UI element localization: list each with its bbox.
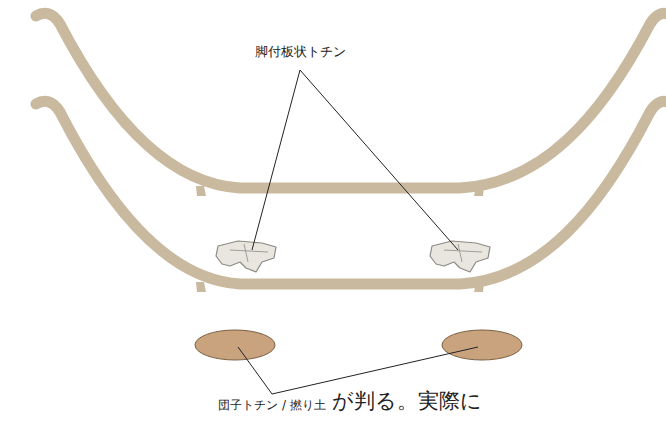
footed-plate-spacer bbox=[216, 241, 276, 272]
lower-bowl-foot bbox=[196, 282, 484, 292]
upper-bowl-foot bbox=[196, 186, 484, 196]
clay-ball-spacer bbox=[442, 330, 522, 360]
leader-line bbox=[300, 70, 458, 250]
footed-plate-spacer bbox=[430, 241, 490, 272]
part-label: 脚付板状トチン bbox=[255, 44, 346, 60]
part-label: 団子トチン / 撚り土 bbox=[218, 398, 326, 412]
leader-line bbox=[272, 347, 478, 394]
body-text-fragment: が判る。実際に bbox=[332, 389, 482, 414]
leader-line bbox=[238, 347, 272, 394]
clay-ball-spacer bbox=[195, 330, 275, 360]
leader-line bbox=[252, 70, 300, 250]
upper-bowl bbox=[36, 13, 666, 188]
spacer-detail bbox=[230, 244, 482, 262]
